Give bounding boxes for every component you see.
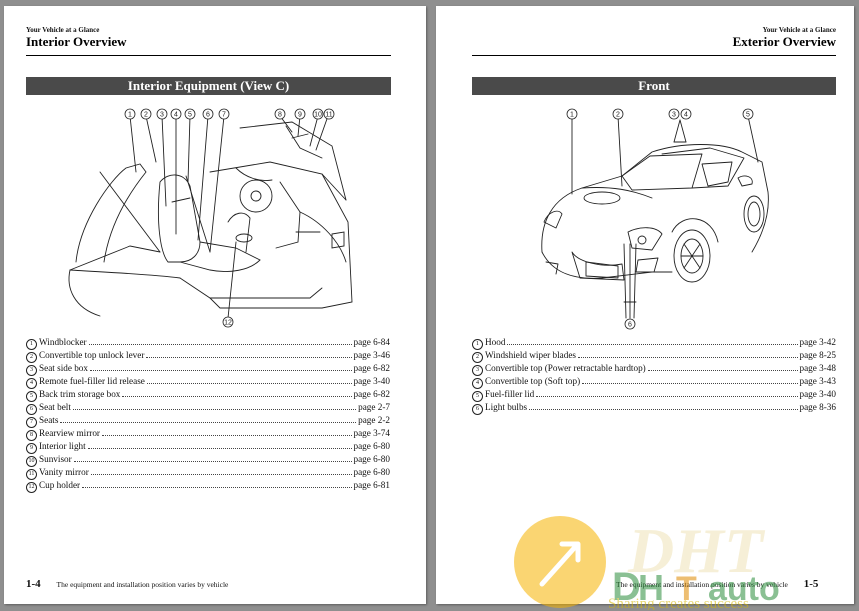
exterior-car-illustration: 1 2 3 4 5 6 [541,108,769,330]
svg-text:6: 6 [206,112,210,119]
dht-auto-watermark-logo: DHT D H T auto Sharing creates success [514,515,780,610]
title-divider [26,55,391,56]
page-footer: 1-4 The equipment and installation posit… [26,578,228,590]
svg-text:DHT: DHT [627,515,766,586]
interior-illustration: 1 2 3 4 5 6 7 8 9 10 11 12 [68,108,353,328]
left-manual-page: Your Vehicle at a Glance Interior Overvi… [4,6,426,604]
svg-text:3: 3 [672,112,676,119]
section-kicker: Your Vehicle at a Glance [26,26,100,34]
page-number: 1-4 [26,578,41,590]
page-title: Interior Overview [26,34,127,49]
svg-text:1: 1 [128,112,132,119]
callout-badges: 1 2 3 4 5 6 7 8 9 10 11 12 [124,108,335,328]
svg-text:3: 3 [160,112,164,119]
section-bar: Interior Equipment (View C) [26,77,391,95]
section-kicker: Your Vehicle at a Glance [762,26,836,34]
svg-text:T: T [676,570,697,608]
svg-text:2: 2 [144,112,148,119]
svg-text:D: D [612,565,641,609]
footer-note: The equipment and installation position … [56,580,229,589]
svg-text:1: 1 [570,112,574,119]
svg-text:11: 11 [325,112,332,119]
svg-text:5: 5 [188,112,192,119]
page-title: Exterior Overview [732,34,836,49]
svg-text:H: H [638,567,664,608]
svg-text:4: 4 [174,112,178,119]
svg-text:12: 12 [224,320,232,327]
right-manual-page: Your Vehicle at a Glance Exterior Overvi… [436,6,854,604]
svg-text:9: 9 [298,112,302,119]
page-number: 1-5 [803,578,819,590]
svg-text:8: 8 [278,112,282,119]
svg-text:auto: auto [708,570,780,608]
svg-text:Sharing creates success: Sharing creates success [608,596,749,610]
svg-text:7: 7 [222,112,226,119]
svg-text:10: 10 [314,112,322,119]
svg-text:5: 5 [746,112,750,119]
section-bar: Front [472,77,836,95]
title-divider [472,55,836,56]
svg-text:4: 4 [684,112,688,119]
svg-text:2: 2 [616,112,620,119]
page-footer: The equipment and installation position … [616,578,818,590]
footer-note: The equipment and installation position … [616,580,788,589]
svg-text:6: 6 [628,322,632,329]
callout-badges: 1 2 3 4 5 6 [566,108,754,330]
